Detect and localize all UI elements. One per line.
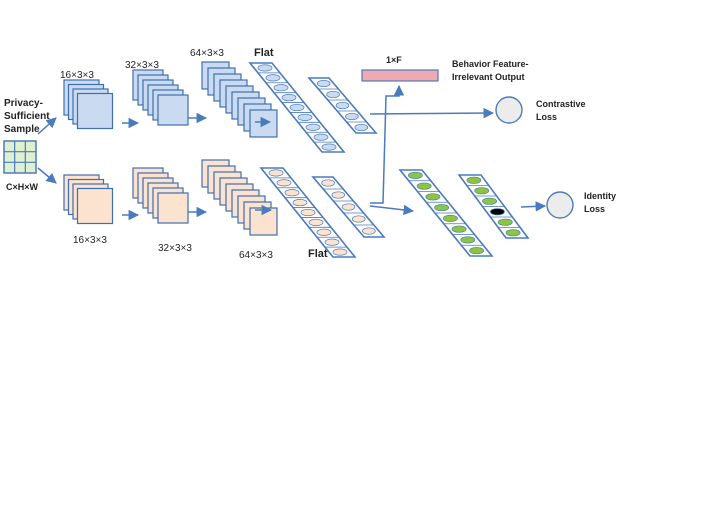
top-conv1-stack [63,79,114,130]
input-dims-label: C×H×W [6,182,39,192]
flat-cell [273,84,289,92]
identity-loss-node [546,191,574,219]
flat-cell [321,143,337,151]
top-conv2-label: 32×3×3 [125,60,159,71]
bottom-conv3-label: 64×3×3 [239,250,273,261]
contrastive-loss-line-1: Contrastive [536,99,586,109]
top-conv3-stack [201,61,278,138]
flat-cell [341,203,356,211]
identity-flat-vector-2 [457,174,530,239]
identity-flat-vector-1 [398,169,494,257]
flat-cell [331,191,346,199]
flat-cell [321,179,335,187]
output-size-label: 1×F [386,55,402,65]
output-title-line-1: Behavior Feature- [452,59,529,69]
contrastive-loss-line-2: Loss [536,112,557,122]
feature-map [76,92,114,130]
input-grid-frame [3,140,37,174]
behavior-output-bar [361,69,439,82]
input-title-line-1: Privacy- [4,98,43,109]
flat-cell [316,79,331,88]
top-conv3-label: 64×3×3 [190,48,224,59]
arrow-input-to-top [37,117,57,135]
flat-cell [407,171,423,179]
bottom-conv2-label: 32×3×3 [158,243,192,254]
top-conv1-label: 16×3×3 [60,70,94,81]
contrastive-loss-node [495,96,523,124]
arrow-merge-to-output [370,84,405,204]
input-label: Privacy- Sufficient Sample C×H×W [4,98,50,192]
flat-cell [305,123,321,131]
flat-cell [362,227,376,235]
arrow-identity-to-loss [520,201,547,212]
flat-cell [354,123,369,132]
flat-cell [326,90,340,99]
bottom-conv1-stack [63,174,114,225]
flat-cell [281,94,297,102]
identity-loss-line-1: Identity [584,191,616,201]
flat-cell [442,214,458,222]
flat-cell [297,113,313,121]
feature-map [249,109,278,138]
flat-cell [434,204,450,212]
flat-cell [332,248,348,256]
flat-cell [466,176,482,184]
flat-cell [257,64,273,72]
flat-cell [268,169,284,177]
top-conv2-stack [132,69,189,126]
feature-map [157,192,189,224]
arrow-bottom-flat-to-identity [369,204,415,216]
feature-map [76,187,114,225]
feature-map [157,94,189,126]
flat-cell [313,133,329,141]
output-title-line-2: Irrelevant Output [452,72,525,82]
flat-cell [300,208,316,217]
input-title-line-2: Sufficient [4,111,50,122]
identity-loss-line-2: Loss [584,204,605,214]
flat-cell [416,182,432,190]
flat-cell [351,215,366,223]
flat-cell [308,218,324,226]
flat-cell [474,187,490,195]
flat-cell [460,236,476,244]
top-flat-vector-1 [248,62,346,153]
flat-cell [276,179,292,187]
arrow-input-to-bottom [37,167,57,184]
top-flat-vector-2 [307,77,378,134]
flat-cell [482,197,497,205]
feature-map [249,207,278,236]
bottom-conv2-stack [132,167,189,224]
flat-cell [284,189,300,197]
flat-cell [335,101,350,110]
top-flat-label: Flat [254,47,274,59]
flat-cell [469,247,485,255]
flat-cell [425,193,441,201]
bottom-flat-vector-1 [259,167,357,258]
flat-cell [345,112,359,121]
bottom-flat-label: Flat [308,248,328,260]
bottom-flat-vector-2 [311,176,386,238]
flat-cell [490,208,505,216]
input-title-line-3: Sample [4,124,40,135]
bottom-conv1-label: 16×3×3 [73,235,107,246]
flat-cell [265,74,281,82]
flat-cell [497,218,513,226]
flat-cell [289,103,305,112]
flat-cell [316,228,332,236]
flat-cell [324,238,340,246]
flat-cell [292,199,308,207]
flat-cell [505,229,521,237]
arrow-top-flat-to-contrastive [369,107,495,119]
flat-cell [451,225,467,233]
input-grid [3,140,37,174]
